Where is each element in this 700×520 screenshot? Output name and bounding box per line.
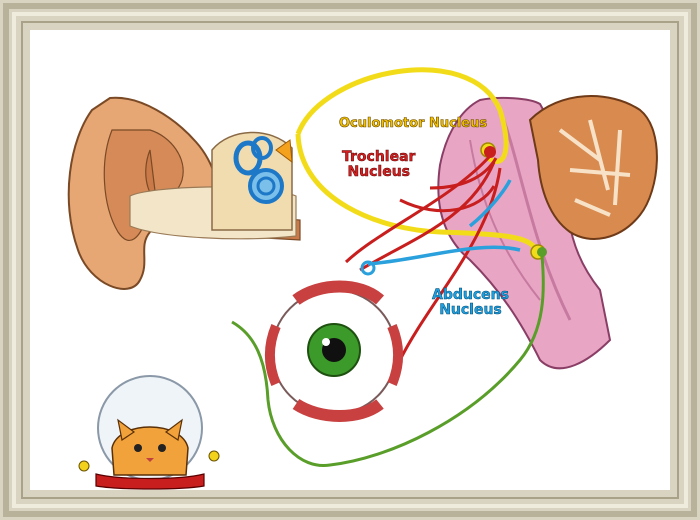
trochlear-label-line-2: Nucleus [342,165,415,180]
trochlear-label-line-1: Trochlear [342,150,415,165]
oculomotor-nucleus-label: Oculomotor Nucleus [339,117,487,131]
inner-ear [212,132,292,230]
abducens-label-line-1: Abducens [432,288,509,303]
cochlea [250,170,282,202]
trochlear-nucleus-label: Trochlear Nucleus [342,150,415,179]
abducens-nucleus-label: Abducens Nucleus [432,288,509,317]
abducens-label-line-2: Nucleus [432,303,509,318]
